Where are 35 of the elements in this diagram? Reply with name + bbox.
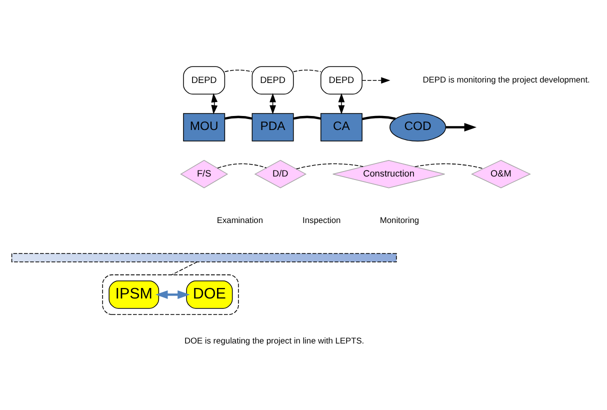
arrow [270,92,276,114]
node-diamond: Construction [332,159,446,188]
connector [171,261,198,275]
cluster [102,274,239,314]
node-box: DOE [186,280,233,308]
arrow [362,76,390,84]
arrow [156,290,190,298]
connector [293,115,322,120]
connector [296,162,364,169]
node-box: DEPD [252,66,294,94]
node-box: DEPD [183,66,226,94]
node-box: DEPD [320,66,362,94]
node-ellipse: COD [390,112,446,142]
node-box: MOU [183,112,226,141]
node-diamond: O&M [470,159,531,188]
arrow [446,122,477,132]
connector [293,69,322,72]
label: Inspection [302,214,341,224]
node-box: CA [320,112,362,141]
node-diamond: D/D [254,159,307,188]
arrow [338,92,345,114]
node-diamond: F/S [180,159,228,188]
label: Monitoring [380,214,420,224]
node-box: PDA [252,112,294,141]
label: Examination [216,214,264,224]
label: DOE is regulating the project in line with LEPTS. [184,334,364,345]
connector [224,115,252,120]
connector [414,162,484,168]
connector [224,69,253,72]
node-box: IPSM [108,280,160,308]
connector [362,115,396,120]
label: DEPD is monitoring the project development. [422,74,590,84]
node-bar [11,252,397,262]
connector [217,162,267,168]
arrow [211,92,218,114]
